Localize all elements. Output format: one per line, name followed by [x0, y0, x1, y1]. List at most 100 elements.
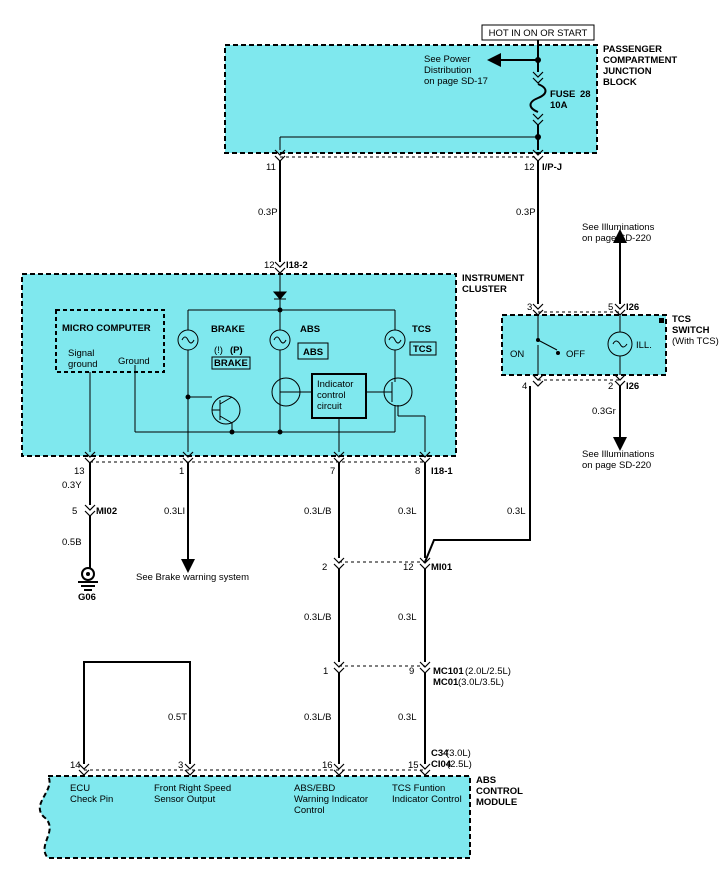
mc-pin-9: 9 [409, 666, 414, 677]
switch-off: OFF [566, 349, 585, 360]
switch-contact [537, 339, 558, 351]
see-power-2: Distribution [424, 65, 472, 76]
fuse-symbol [529, 83, 547, 113]
pin-connector [184, 763, 196, 776]
instrument-cluster [21, 273, 457, 457]
pin-connector [532, 374, 544, 387]
pin-connector [333, 661, 345, 674]
abs-ctrl-label-1: ABS/EBD [294, 783, 335, 794]
tcs-box-label: TCS [413, 344, 432, 355]
brake-symbol-2: (P) [230, 345, 243, 356]
tcs-ctrl-label-2: Indicator Control [392, 794, 462, 805]
switch-pin-3: 3 [527, 302, 532, 313]
switch-pin-4: 4 [522, 381, 527, 392]
ground-label-g06: G06 [78, 592, 96, 603]
abs-pin-3: 3 [178, 760, 183, 771]
pin-connector [419, 661, 431, 674]
see-ill-bot-2: on page SD-220 [582, 460, 651, 471]
pin-connector [333, 557, 345, 570]
jb-pin-12: 12 [524, 162, 535, 173]
mc-conn-2-note: (3.0L/3.5L) [458, 677, 504, 688]
abs-module-title-2: CONTROL [476, 786, 523, 797]
abs-ctrl-label-3: Control [294, 805, 325, 816]
cluster-top-connector: I18-2 [286, 260, 308, 271]
mi02-pin-5: 5 [72, 506, 77, 517]
pin-connector [274, 261, 286, 274]
see-ill-top-2: on page SD-220 [582, 233, 651, 244]
hot-label: HOT IN ON OR START [489, 28, 588, 39]
jb-connector: I/P-J [542, 162, 562, 173]
wire-abs-2: 0.3L/B [304, 612, 331, 623]
wire-switch: 0.3L [507, 506, 526, 517]
brake-box-label: BRAKE [214, 358, 248, 369]
wire-ill: 0.3Gr [592, 406, 616, 417]
switch-ill: ILL. [636, 340, 652, 351]
wire-tcs-1: 0.3L [398, 506, 417, 517]
switch-conn-top: I26 [626, 302, 639, 313]
ecu-label-1: ECU [70, 783, 90, 794]
mi01-pin-12: 12 [403, 562, 414, 573]
tcs-switch-title-2: SWITCH [672, 325, 710, 336]
wire-left-top: 0.3P [258, 207, 278, 218]
abs-conn-1-note: (3.0L) [446, 748, 471, 759]
abs-pin-15: 15 [408, 760, 419, 771]
mc-conn-2: MC01 [433, 677, 459, 688]
fuse-number: 28 [580, 89, 591, 100]
mc-pin-1: 1 [323, 666, 328, 677]
ground-label: Ground [118, 356, 150, 367]
abs-pin-14: 14 [70, 760, 81, 771]
diode-symbol [272, 291, 288, 300]
junction-block-title-1: PASSENGER [603, 44, 662, 55]
abs-conn-2: CI04 [431, 759, 452, 770]
fuse-rating: 10A [550, 100, 568, 111]
wire-ecu: 0.5T [168, 712, 187, 723]
switch-pin-2: 2 [608, 381, 613, 392]
cluster-title-2: CLUSTER [462, 284, 507, 295]
fuse-top-connector [532, 71, 544, 84]
cluster-top-pin: 12 [264, 260, 275, 271]
see-power-3: on page SD-17 [424, 76, 488, 87]
switch-on: ON [510, 349, 524, 360]
cluster-pin-1: 1 [179, 466, 184, 477]
see-ill-bot-1: See Illuminations [582, 449, 655, 460]
cluster-title-1: INSTRUMENT [462, 273, 524, 284]
brake-ref: See Brake warning system [136, 572, 249, 583]
mc-conn-1: MC101 [433, 666, 464, 677]
wire-mi02-top: 0.3Y [62, 480, 82, 491]
ecu-label-2: Check Pin [70, 794, 113, 805]
pin-connector [614, 303, 626, 316]
jb-pin-11: 11 [266, 162, 276, 173]
abs-label: ABS [300, 324, 320, 335]
junction-block-title-2: COMPARTMENT [603, 55, 677, 66]
pin-connector [532, 303, 544, 316]
switch-conn-bot: I26 [626, 381, 639, 392]
front-label-1: Front Right Speed [154, 783, 231, 794]
indicator-3: circuit [317, 401, 342, 412]
abs-ctrl-label-2: Warning Indicator [294, 794, 368, 805]
wire-abs-1: 0.3L/B [304, 506, 331, 517]
tcs-ctrl-label-1: TCS Funtion [392, 783, 445, 794]
switch-pin-5: 5 [608, 302, 613, 313]
wire-right-top: 0.3P [516, 207, 536, 218]
wire-brake: 0.3LI [164, 506, 185, 517]
signal-2: ground [68, 359, 98, 370]
cluster-pin-8: 8 [415, 466, 420, 477]
junction-block-title-4: BLOCK [603, 77, 637, 88]
brake-indicator-box [211, 356, 251, 370]
micro-computer-box [55, 309, 165, 373]
ecu-loop-wire [83, 661, 191, 764]
micro-title: MICRO COMPUTER [62, 323, 151, 334]
wire-abs-3: 0.3L/B [304, 712, 331, 723]
mi01-pin-2: 2 [322, 562, 327, 573]
abs-module-title-1: ABS [476, 775, 496, 786]
brake-symbol-1: (!) [214, 345, 223, 356]
abs-module-title-3: MODULE [476, 797, 517, 808]
front-label-2: Sensor Output [154, 794, 216, 805]
signal-1: Signal [68, 348, 94, 359]
wire-mi02-bot: 0.5B [62, 537, 82, 548]
mi02-connector: MI02 [96, 506, 117, 517]
mi01-connector: MI01 [431, 562, 453, 573]
fuse-label: FUSE [550, 89, 575, 100]
tcs-switch-title-3: (With TCS) [672, 336, 719, 347]
